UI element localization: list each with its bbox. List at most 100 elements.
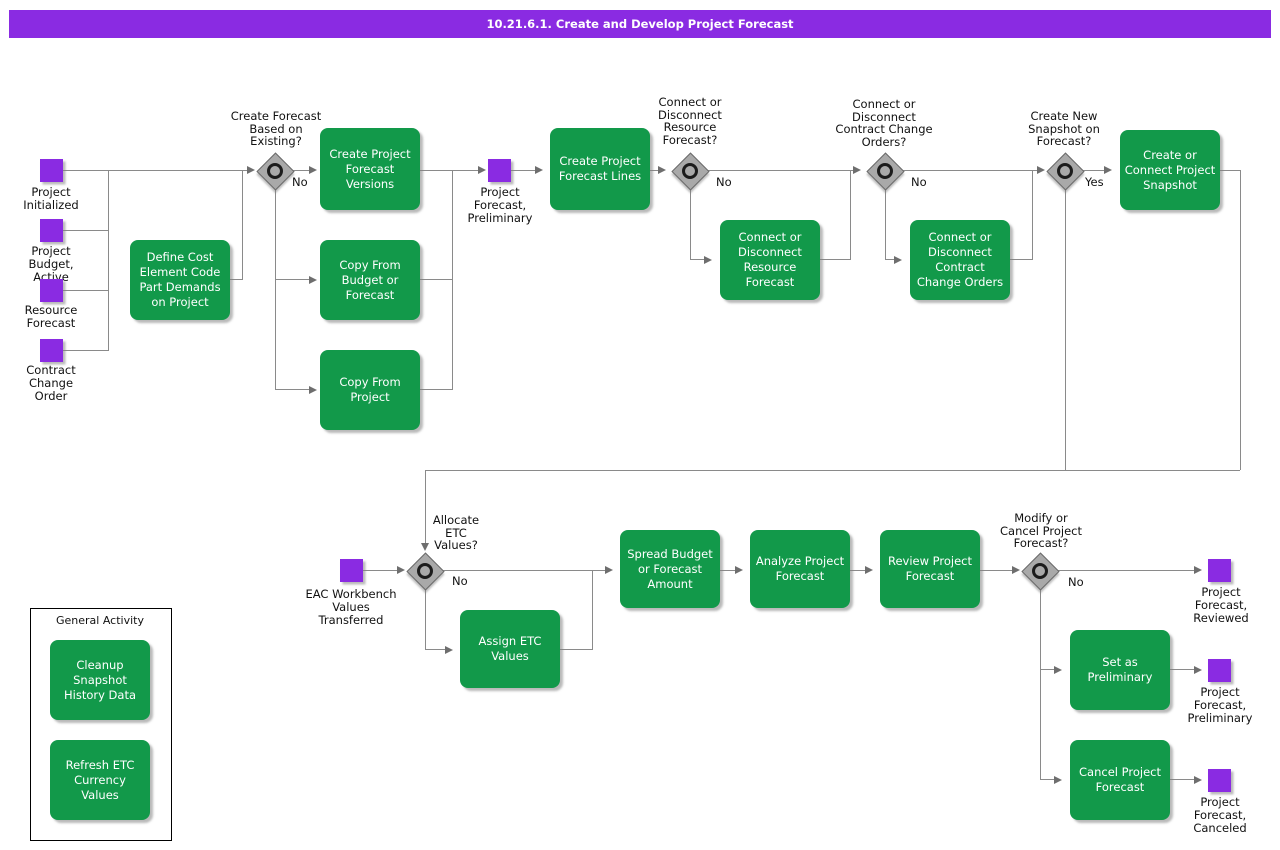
connector-line [425,589,426,650]
connector-line [885,259,894,260]
connector-line [452,170,478,171]
event-project-initialized[interactable] [40,159,63,182]
event-project-forecast-canceled[interactable] [1208,769,1231,792]
arrowhead [478,166,486,174]
task-assign-etc-values[interactable]: Assign ETC Values [460,610,560,688]
connector-line [63,170,108,171]
connector-line [425,470,1240,471]
decision-label: Modify or Cancel Project Forecast? [1000,511,1082,550]
connector-line [1083,170,1104,171]
gateway-circle-icon [682,163,698,179]
connector-line [1065,189,1066,470]
connector-line [1220,170,1240,171]
connector-line [1240,170,1241,470]
task-spread-budget-or-forecast-amount[interactable]: Spread Budget or Forecast Amount [620,530,720,608]
connector-line [720,570,735,571]
event-resource-forecast[interactable] [40,279,63,302]
connector-line [511,170,535,171]
arrowhead [894,256,902,264]
decision-label: Allocate ETC Values? [432,513,480,552]
connector-line [108,170,109,351]
task-create-project-forecast-lines[interactable]: Create Project Forecast Lines [550,128,650,210]
task-create-project-forecast-versions[interactable]: Create Project Forecast Versions [320,128,420,210]
connector-line [650,170,658,171]
gateway-create-new-snapshot-on-forecast[interactable] [1046,152,1085,191]
connector-line [420,170,452,171]
arrowhead [704,256,712,264]
event-label: Contract Change Order [26,363,76,403]
guard-label-no: No [292,175,308,189]
task-cancel-project-forecast[interactable]: Cancel Project Forecast [1070,740,1170,820]
arrowhead [421,543,429,551]
connector-line [108,170,247,171]
connector-line [690,259,704,260]
connector-line [420,389,452,390]
arrowhead [309,166,317,174]
task-create-or-connect-project-snapshot[interactable]: Create or Connect Project Snapshot [1120,130,1220,210]
arrowhead [853,166,861,174]
arrowhead [535,166,543,174]
connector-line [1040,669,1054,670]
event-contract-change-order[interactable] [40,339,63,362]
event-project-forecast-preliminary-in[interactable] [488,159,511,182]
guard-label-no: No [1068,575,1084,589]
event-project-budget-active[interactable] [40,219,63,242]
connector-line [425,649,445,650]
task-set-as-preliminary[interactable]: Set as Preliminary [1070,630,1170,710]
gateway-circle-icon [267,163,283,179]
task-define-cost-element-code-part-demands[interactable]: Define Cost Element Code Part Demands on… [130,240,230,320]
gateway-modify-or-cancel-project-forecast[interactable] [1021,552,1060,591]
gateway-create-forecast-based-on-existing[interactable] [256,152,295,191]
gateway-connect-disconnect-contract-change-orders[interactable] [866,152,905,191]
event-label: EAC Workbench Values Transferred [305,587,397,627]
connector-line [63,350,108,351]
connector-line [820,259,850,260]
task-refresh-etc-currency-values[interactable]: Refresh ETC Currency Values [50,740,150,820]
connector-line [1010,259,1032,260]
task-cleanup-snapshot-history-data[interactable]: Cleanup Snapshot History Data [50,640,150,720]
event-label: Project Initialized [23,185,79,212]
event-label: Project Forecast, Preliminary [1187,685,1253,725]
arrowhead [605,566,613,574]
task-copy-from-budget-or-forecast[interactable]: Copy From Budget or Forecast [320,240,420,320]
connector-line [885,189,886,260]
event-project-forecast-reviewed[interactable] [1208,559,1231,582]
connector-line [275,189,276,390]
connector-line [63,230,108,231]
connector-line [275,389,309,390]
event-project-forecast-preliminary-out[interactable] [1208,659,1231,682]
task-connect-disconnect-resource-forecast[interactable]: Connect or Disconnect Resource Forecast [720,220,820,300]
gateway-circle-icon [1057,163,1073,179]
connector-line [690,189,691,260]
arrowhead [1012,566,1020,574]
connector-line [850,570,865,571]
gateway-circle-icon [417,563,433,579]
event-label: Resource Forecast [24,303,78,330]
arrowhead [1054,666,1062,674]
connector-line [452,170,453,390]
arrowhead [309,276,317,284]
connector-line [560,649,592,650]
connector-line [903,170,1037,171]
event-label: Project Forecast, Canceled [1193,795,1247,835]
task-review-project-forecast[interactable]: Review Project Forecast [880,530,980,608]
connector-line [363,570,397,571]
task-connect-disconnect-contract-change-orders[interactable]: Connect or Disconnect Contract Change Or… [910,220,1010,300]
task-copy-from-project[interactable]: Copy From Project [320,350,420,430]
arrowhead [1194,666,1202,674]
guard-label-no: No [716,175,732,189]
connector-line [63,290,108,291]
task-analyze-project-forecast[interactable]: Analyze Project Forecast [750,530,850,608]
arrowhead [397,566,405,574]
decision-label: Connect or Disconnect Contract Change Or… [835,97,933,149]
arrowhead [247,166,255,174]
connector-line [1058,570,1194,571]
connector-line [275,279,309,280]
gateway-connect-disconnect-resource-forecast[interactable] [671,152,710,191]
event-eac-workbench-values-transferred[interactable] [340,559,363,582]
connector-line [1032,170,1033,260]
event-label: Project Forecast, Reviewed [1193,585,1249,625]
arrowhead [445,646,453,654]
gateway-allocate-etc-values[interactable] [406,552,445,591]
connector-line [1170,669,1194,670]
